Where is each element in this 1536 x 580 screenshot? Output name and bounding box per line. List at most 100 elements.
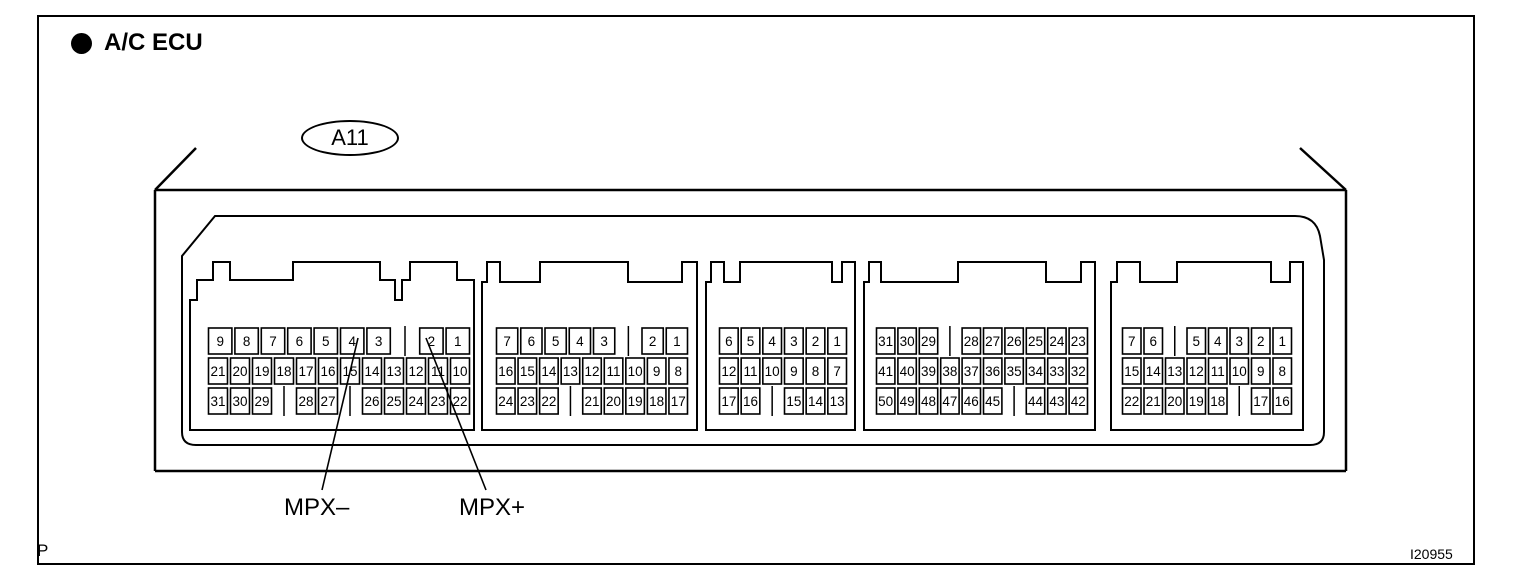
leader-lines <box>321 337 487 491</box>
pin-number: 16 <box>498 364 513 379</box>
pin-cell <box>805 327 826 355</box>
pin-cell <box>568 327 592 355</box>
pin-number: 23 <box>520 394 535 409</box>
pin-number: 19 <box>254 364 269 379</box>
pin-cell <box>383 357 405 385</box>
pin-number: 4 <box>348 334 356 349</box>
pin-number: 29 <box>254 394 269 409</box>
pin-cell <box>783 327 804 355</box>
pin-number: 3 <box>375 334 383 349</box>
pin-number: 43 <box>1049 394 1064 409</box>
pin-number: 21 <box>584 394 599 409</box>
pin-cell <box>560 357 581 385</box>
pin-number: 20 <box>232 364 247 379</box>
pin-number: 7 <box>269 334 277 349</box>
pin-cell <box>1121 357 1142 385</box>
pin-number: 14 <box>364 364 380 379</box>
pin-number: 14 <box>1146 364 1162 379</box>
pin-number: 12 <box>408 364 423 379</box>
pin-cell <box>740 387 761 415</box>
pin-number: 40 <box>900 364 915 379</box>
pin-cell <box>229 387 251 415</box>
pin-cell <box>260 327 286 355</box>
pin-cell <box>1164 357 1185 385</box>
pin-number: 11 <box>607 364 621 379</box>
pin-number: 8 <box>674 364 682 379</box>
pin-cell <box>939 357 960 385</box>
pin-cell <box>897 387 918 415</box>
pin-cell <box>1025 327 1046 355</box>
pin-number: 26 <box>364 394 379 409</box>
pin-number: 18 <box>649 394 664 409</box>
pin-number: 6 <box>725 334 733 349</box>
pin-number: 3 <box>790 334 798 349</box>
pin-cell <box>1229 357 1250 385</box>
pin-number: 10 <box>1232 364 1247 379</box>
pin-number: 9 <box>1257 364 1265 379</box>
pin-cell <box>718 357 739 385</box>
pin-number: 7 <box>1128 334 1136 349</box>
callout-mpx-plus: MPX+ <box>459 494 526 521</box>
pin-number: 15 <box>520 364 535 379</box>
pin-number: 22 <box>1124 394 1139 409</box>
pin-number: 12 <box>721 364 736 379</box>
pin-number: 49 <box>900 394 915 409</box>
pin-number: 5 <box>747 334 755 349</box>
pin-cell <box>918 327 939 355</box>
pin-cell <box>295 357 317 385</box>
figure-frame <box>37 15 1475 565</box>
pin-number: 26 <box>1007 334 1022 349</box>
pin-number: 16 <box>1275 394 1290 409</box>
pin-cell <box>313 327 339 355</box>
pin-cell <box>383 387 405 415</box>
pin-cell <box>495 387 516 415</box>
pin-number: 33 <box>1049 364 1064 379</box>
pin-cell <box>1186 327 1207 355</box>
pin-cell <box>1046 387 1067 415</box>
pin-cell <box>665 327 689 355</box>
pin-number: 8 <box>1278 364 1286 379</box>
pin-number: 18 <box>276 364 291 379</box>
pin-cell <box>251 387 273 415</box>
pin-cell <box>1143 387 1164 415</box>
pin-number: 7 <box>833 364 841 379</box>
pin-cell <box>875 357 896 385</box>
pin-cell <box>1068 357 1089 385</box>
pin-cell <box>445 327 471 355</box>
pin-number: 1 <box>1278 334 1286 349</box>
pin-number: 15 <box>786 394 801 409</box>
pin-number: 17 <box>721 394 736 409</box>
pin-number: 10 <box>765 364 780 379</box>
pin-cell <box>361 357 383 385</box>
ecu-housing <box>153 147 1348 473</box>
pin-number: 41 <box>878 364 893 379</box>
pin-number: 13 <box>386 364 401 379</box>
pin-cell <box>625 357 646 385</box>
pin-cell <box>1121 327 1142 355</box>
pin-number: 3 <box>600 334 608 349</box>
pin-cell <box>1121 387 1142 415</box>
pin-cell <box>295 387 317 415</box>
pin-cell <box>641 327 665 355</box>
pin-cell <box>1207 387 1228 415</box>
pin-number: 2 <box>1257 334 1265 349</box>
pin-number: 13 <box>563 364 578 379</box>
pin-number: 13 <box>830 394 845 409</box>
corner-mark-left: P <box>37 541 49 560</box>
pin-cell <box>538 357 559 385</box>
pin-number: 14 <box>808 394 824 409</box>
pin-number: 5 <box>552 334 560 349</box>
callout-mpx-minus: MPX– <box>284 494 350 521</box>
pin-cell <box>366 327 392 355</box>
pin-cell <box>317 387 339 415</box>
pin-cell <box>897 327 918 355</box>
pin-cell <box>875 327 896 355</box>
pin-number: 50 <box>878 394 893 409</box>
pin-cell <box>234 327 260 355</box>
pin-cell <box>961 387 982 415</box>
pin-cell <box>1143 357 1164 385</box>
pin-cell <box>875 387 896 415</box>
pin-cell <box>1207 327 1228 355</box>
